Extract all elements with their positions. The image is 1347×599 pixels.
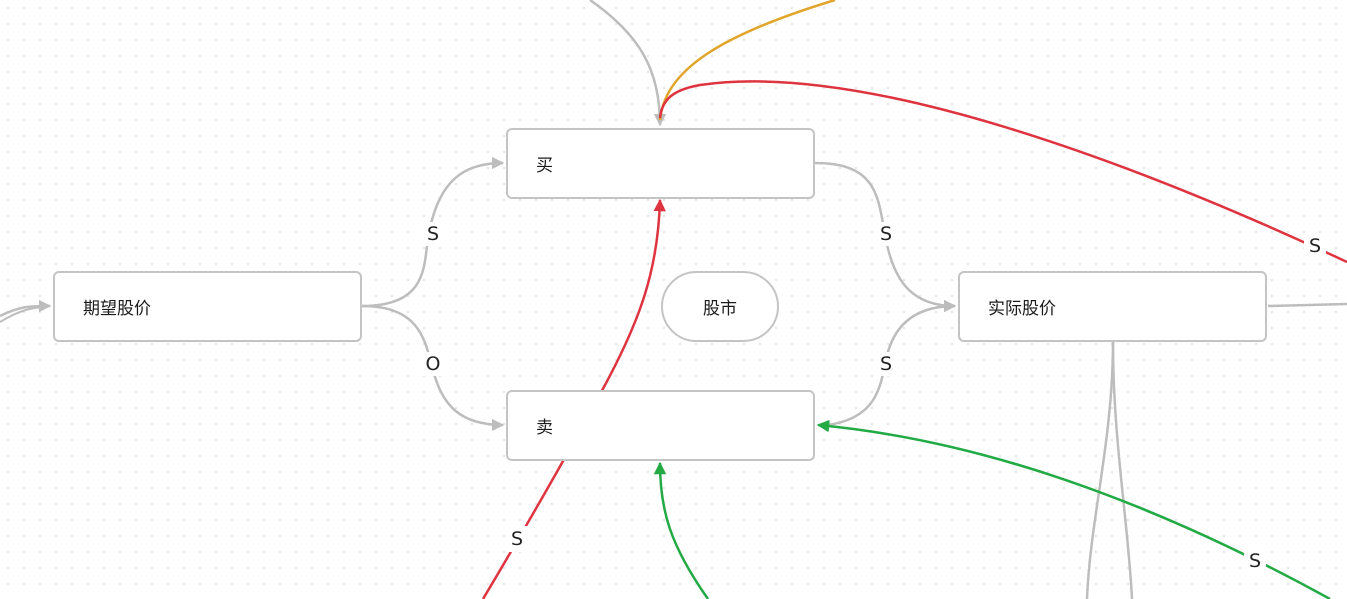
- node-stock-market-label: 股市: [703, 299, 737, 319]
- node-stock-market[interactable]: 股市: [661, 271, 779, 342]
- svg-text:S: S: [1309, 235, 1321, 257]
- edge-label-red-bottom: S: [506, 526, 528, 552]
- edge-actual-down-2: [1111, 341, 1134, 599]
- edge-top-to-buy: [589, 0, 667, 127]
- svg-text:S: S: [511, 528, 523, 550]
- edge-green-bottom-to-sell: [653, 461, 710, 599]
- svg-text:S: S: [1249, 550, 1261, 572]
- edge-label-buy-to-actual: S: [876, 222, 896, 246]
- node-actual-price[interactable]: 实际股价: [958, 271, 1267, 342]
- edge-label-sell-to-actual: S: [876, 352, 896, 376]
- node-expected-price[interactable]: 期望股价: [53, 271, 362, 342]
- svg-text:O: O: [426, 353, 441, 375]
- svg-text:S: S: [880, 353, 892, 375]
- edge-red-right-to-buy: [658, 80, 1347, 264]
- node-actual-price-label: 实际股价: [988, 299, 1056, 319]
- node-sell-label: 卖: [536, 418, 553, 438]
- svg-text:S: S: [427, 223, 439, 245]
- edge-label-green-right: S: [1244, 548, 1266, 574]
- edge-label-expected-to-sell: O: [423, 352, 443, 376]
- node-buy-label: 买: [536, 156, 553, 176]
- edge-actual-to-right: [1267, 302, 1347, 308]
- edge-label-red-right: S: [1304, 233, 1326, 259]
- node-buy[interactable]: 买: [506, 128, 815, 199]
- node-sell[interactable]: 卖: [506, 390, 815, 461]
- edge-actual-down-1: [1085, 341, 1115, 599]
- svg-text:S: S: [880, 223, 892, 245]
- node-expected-price-label: 期望股价: [83, 299, 151, 319]
- edge-offscreen-to-expected-2: [0, 305, 51, 323]
- edge-orange-to-buy: [658, 0, 836, 121]
- edge-label-expected-to-buy: S: [423, 222, 443, 246]
